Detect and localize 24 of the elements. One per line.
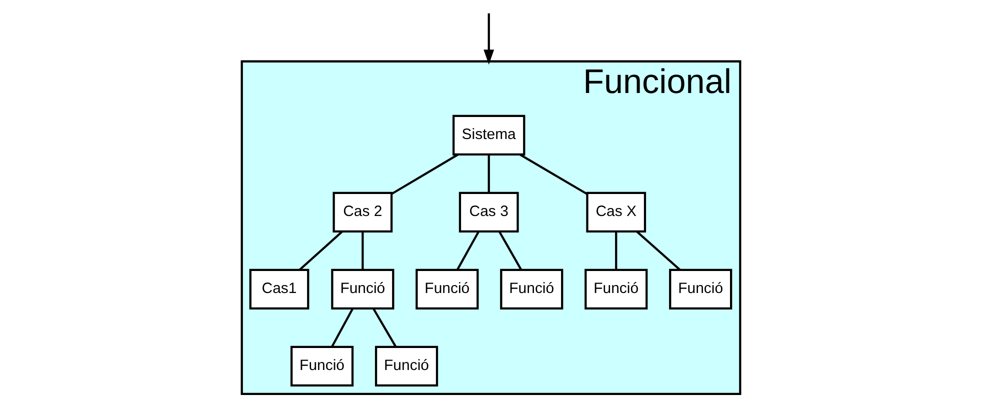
node-box: Funció	[290, 346, 354, 386]
connector	[498, 231, 522, 270]
connector	[362, 232, 364, 270]
connector	[636, 230, 681, 271]
connector	[615, 232, 618, 270]
connector	[298, 230, 343, 271]
connector	[391, 154, 459, 195]
connector	[331, 308, 354, 348]
connector	[488, 154, 490, 193]
connector	[519, 154, 588, 195]
node-box: Funció	[416, 268, 479, 310]
node-box: Cas X	[586, 192, 646, 232]
node-box: Funció	[584, 268, 648, 310]
connector	[372, 308, 397, 348]
node-box: Cas 2	[332, 192, 393, 232]
node-box: Funció	[331, 268, 394, 310]
node-box: Funció	[374, 346, 438, 386]
node-box: Sistema	[452, 114, 526, 156]
node-box: Funció	[669, 268, 732, 310]
node-box: Cas 3	[458, 192, 519, 232]
node-box: Funció	[500, 268, 564, 310]
node-box: Cas1	[249, 268, 310, 310]
connector	[456, 231, 480, 270]
arrow	[484, 13, 494, 65]
